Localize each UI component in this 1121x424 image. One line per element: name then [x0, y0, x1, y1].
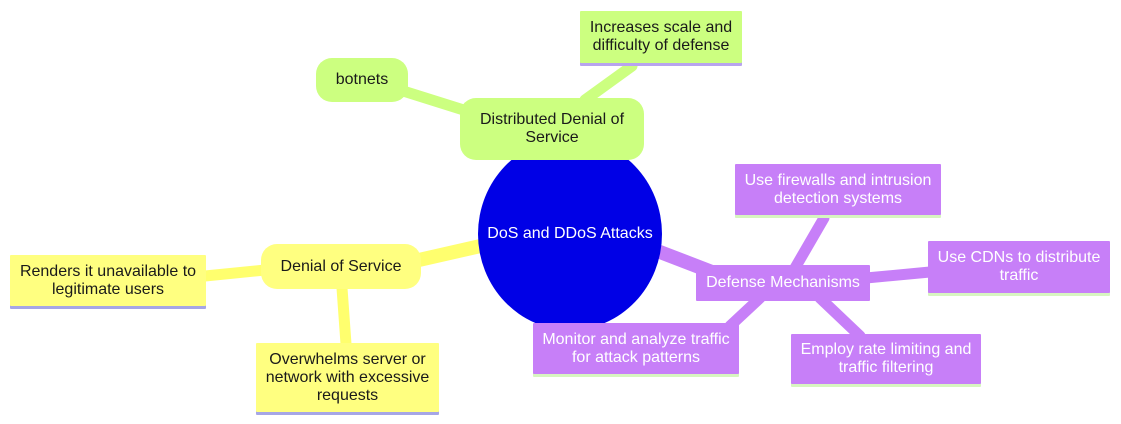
overwhelms-label: Overwhelms server or network with excess…	[265, 350, 430, 404]
cdns-node: Use CDNs to distribute traffic	[928, 241, 1110, 293]
unavailable-node: Renders it unavailable to legitimate use…	[10, 255, 206, 306]
firewalls-node: Use firewalls and intrusion detection sy…	[735, 164, 941, 215]
edge-ddos-scale	[579, 60, 638, 106]
rate-limiting-node: Employ rate limiting and traffic filteri…	[791, 334, 981, 384]
edge-defense-firewalls	[789, 212, 830, 274]
cdns-label: Use CDNs to distribute traffic	[937, 249, 1101, 284]
root-node: DoS and DDoS Attacks	[478, 138, 662, 330]
firewalls-label: Use firewalls and intrusion detection sy…	[744, 171, 932, 207]
overwhelms-node: Overwhelms server or network with excess…	[256, 343, 439, 412]
edge-dos-unavailable	[199, 264, 271, 282]
ddos-node: Distributed Denial of Service	[460, 98, 644, 160]
edge-defense-rate	[814, 292, 866, 342]
rate-limiting-label: Employ rate limiting and traffic filteri…	[800, 341, 972, 376]
monitor-label: Monitor and analyze traffic for attack p…	[542, 330, 730, 366]
root-label: DoS and DDoS Attacks	[487, 225, 653, 242]
scale-node: Increases scale and difficulty of defens…	[580, 11, 742, 63]
scale-label: Increases scale and difficulty of defens…	[589, 19, 733, 54]
edge-defense-monitor	[724, 292, 766, 332]
defense-node: Defense Mechanisms	[696, 265, 870, 301]
edge-root-dos	[403, 238, 492, 269]
dos-node: Denial of Service	[261, 244, 421, 289]
dos-label: Denial of Service	[280, 257, 402, 275]
edge-defense-cdns	[860, 266, 936, 284]
unavailable-label: Renders it unavailable to legitimate use…	[19, 262, 197, 298]
botnets-label: botnets	[335, 71, 389, 88]
edge-dos-overwhelms	[336, 282, 352, 350]
edge-ddos-botnets	[394, 84, 476, 118]
monitor-node: Monitor and analyze traffic for attack p…	[533, 323, 739, 374]
ddos-label: Distributed Denial of Service	[479, 111, 625, 146]
defense-label: Defense Mechanisms	[706, 274, 860, 291]
botnets-node: botnets	[316, 58, 408, 102]
